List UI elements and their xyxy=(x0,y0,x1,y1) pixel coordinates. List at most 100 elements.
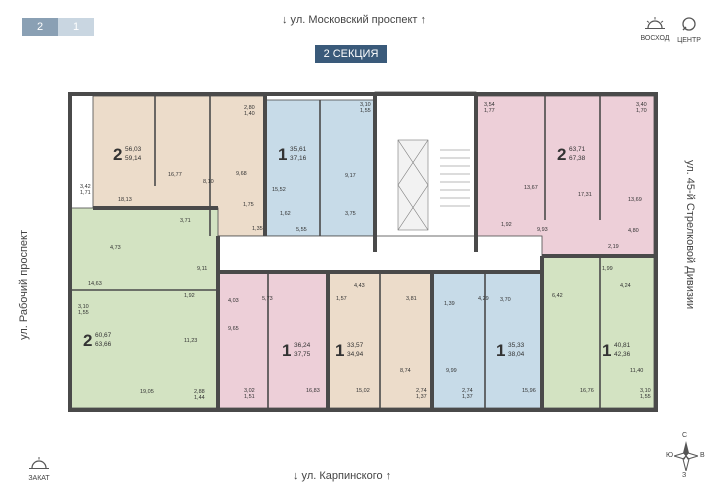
tab-section-1[interactable]: 1 xyxy=(58,18,94,36)
street-right-label: ул. 45-й Стрелковой Дивизии xyxy=(684,160,696,310)
room-area: 15,96 xyxy=(522,388,536,394)
apartment-a3-rooms: 2 xyxy=(557,145,566,164)
room-area: 14,63 xyxy=(88,281,102,287)
room-area: 3,70 xyxy=(500,297,511,303)
compass-north-label: С xyxy=(682,432,688,439)
room-area: 11,23 xyxy=(184,338,197,344)
apartment-a2-area-living: 35,61 xyxy=(290,146,307,153)
compass-west-label: Ю xyxy=(666,452,674,459)
section-tabs: 2 1 xyxy=(22,18,94,36)
room-area: 1,35 xyxy=(252,226,263,232)
room-area: 1,62 xyxy=(280,211,291,217)
room-area: 16,77 xyxy=(168,172,182,178)
room-area: 5,55 xyxy=(296,227,307,233)
apartment-a8-rooms: 1 xyxy=(602,341,611,360)
apartment-a1-area-total: 59,14 xyxy=(125,155,142,162)
room-area: 17,31 xyxy=(578,192,592,198)
sunset-icon xyxy=(29,457,49,469)
room-area: 1,92 xyxy=(184,293,195,299)
room-area: 9,11 xyxy=(197,266,207,272)
room-area: 9,17 xyxy=(345,173,356,179)
outer-wall xyxy=(68,92,658,412)
apartment-a8[interactable]: 1 40,81 42,36 1,99 6,42 4,24 11,40 16,76… xyxy=(552,266,651,400)
apartment-a6-rooms: 1 xyxy=(335,341,344,360)
apartment-a7-fill[interactable] xyxy=(431,271,543,409)
apartment-a3-fill[interactable] xyxy=(475,95,655,257)
tab-section-2[interactable]: 2 xyxy=(22,18,58,36)
section-badge: 2 СЕКЦИЯ xyxy=(315,45,387,63)
room-area: 1,99 xyxy=(602,266,613,272)
room-area: 1,39 xyxy=(444,301,455,307)
room-area: 4,29 xyxy=(478,296,489,302)
apartment-a5-rooms: 1 xyxy=(282,341,291,360)
sunrise-label: ВОСХОД xyxy=(640,35,670,42)
apartment-a6[interactable]: 1 33,57 34,94 1,57 4,43 3,81 8,74 15,02 … xyxy=(335,283,427,400)
room-area: 16,76 xyxy=(580,388,594,394)
room-area: 4,03 xyxy=(228,298,239,304)
room-area: 1,57 xyxy=(336,296,347,302)
apartment-a4-fill[interactable] xyxy=(69,207,219,409)
room-area: 16,83 xyxy=(306,388,320,394)
apartment-a1-rooms: 2 xyxy=(113,145,122,164)
apartment-a5-fill[interactable] xyxy=(217,271,329,409)
sunset-indicator: ЗАКАТ xyxy=(24,456,54,482)
room-area: 3,75 xyxy=(345,211,356,217)
apartment-a5-area-living: 36,24 xyxy=(294,342,311,349)
compass-east-label: В xyxy=(700,452,705,459)
apartment-a8-area-total: 42,36 xyxy=(614,351,631,358)
compass-icon xyxy=(674,441,698,471)
street-top-label: ↓ ул. Московский проспект ↑ xyxy=(282,14,426,26)
room-area: 8,74 xyxy=(400,368,411,374)
center-label: ЦЕНТР xyxy=(677,37,701,44)
apartment-a6-area-total: 34,94 xyxy=(347,351,364,358)
room-area: 8,10 xyxy=(203,179,214,185)
room-area: 15,52 xyxy=(272,187,286,193)
apartment-a3-area-living: 63,71 xyxy=(569,146,586,153)
apartment-a3-area-total: 67,38 xyxy=(569,155,586,162)
room-area: 3,81 xyxy=(406,296,417,302)
street-bottom-label: ↓ ул. Карпинского ↑ xyxy=(293,470,392,482)
apartment-a7-rooms: 1 xyxy=(496,341,505,360)
room-area: 15,02 xyxy=(356,388,370,394)
apartment-a8-area-living: 40,81 xyxy=(614,342,631,349)
room-area: 9,93 xyxy=(537,227,548,233)
room-area: 2,19 xyxy=(608,244,619,250)
room-area: 6,42 xyxy=(552,293,563,299)
apartment-a2-rooms: 1 xyxy=(278,145,287,164)
room-area: 9,68 xyxy=(236,171,247,177)
room-area: 3,71 xyxy=(180,218,191,224)
center-icon xyxy=(682,17,696,31)
sunrise-indicator: ВОСХОД xyxy=(640,16,670,42)
apartment-a2-area-total: 37,16 xyxy=(290,155,307,162)
room-area: 13,69 xyxy=(628,197,642,203)
apartment-a5-area-total: 37,75 xyxy=(294,351,311,358)
room-area: 1,75 xyxy=(243,202,254,208)
corridor xyxy=(217,235,543,273)
room-area: 9,99 xyxy=(446,368,457,374)
room-area: 4,80 xyxy=(628,228,639,234)
room-area: 13,67 xyxy=(524,185,538,191)
apartment-a1-area-living: 56,03 xyxy=(125,146,142,153)
apartment-a6-area-living: 33,57 xyxy=(347,342,364,349)
apartment-a8-fill[interactable] xyxy=(541,255,655,409)
room-area: 5,73 xyxy=(262,296,273,302)
center-indicator: ЦЕНТР xyxy=(676,16,702,44)
apartment-a7-area-total: 38,04 xyxy=(508,351,525,358)
room-area: 4,24 xyxy=(620,283,631,289)
